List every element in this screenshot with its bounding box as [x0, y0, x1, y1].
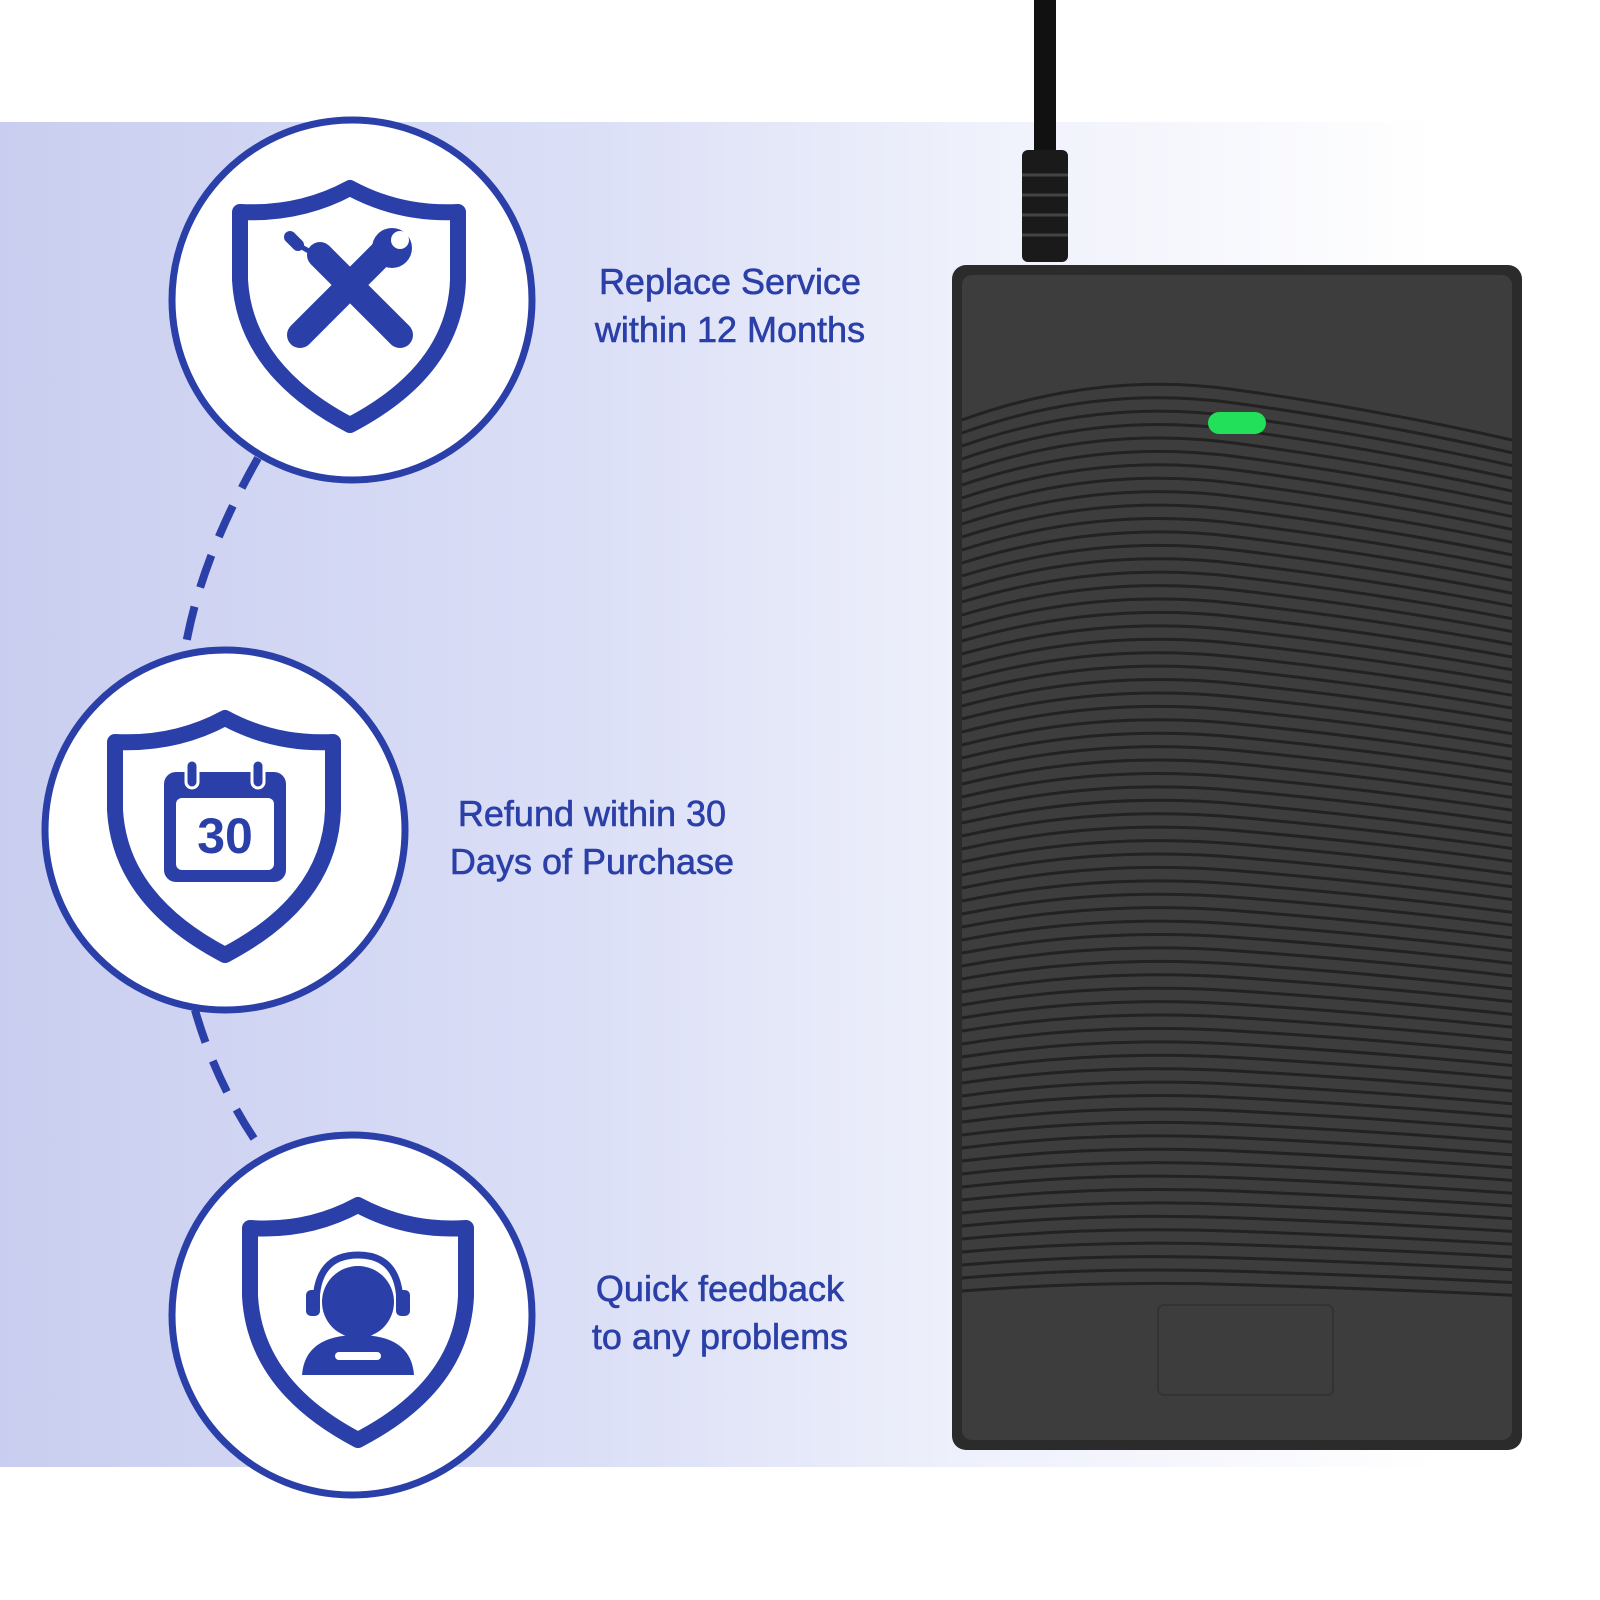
- feature-line: Days of Purchase: [449, 841, 735, 883]
- adapter-ridge: [961, 812, 1513, 850]
- adapter-ridge: [961, 1268, 1513, 1284]
- adapter-ridge: [961, 1134, 1513, 1157]
- adapter-ridge: [961, 1000, 1513, 1029]
- adapter-ridge: [961, 382, 1513, 442]
- feature-line: Refund within 30: [457, 793, 727, 835]
- adapter-ridge: [961, 503, 1513, 557]
- adapter-ridge: [961, 1147, 1513, 1170]
- adapter-ridge: [961, 852, 1513, 889]
- adapter-ridge: [961, 490, 1513, 544]
- adapter-ridge: [961, 1026, 1513, 1055]
- adapter-ridge: [961, 1094, 1513, 1119]
- adapter-ridge: [961, 651, 1513, 697]
- adapter-ridge: [961, 1107, 1513, 1131]
- adapter-ridge: [961, 637, 1513, 685]
- adapter-ridge: [961, 570, 1513, 621]
- adapter-ridge: [961, 1187, 1513, 1208]
- adapter-ridge: [961, 892, 1513, 927]
- adapter-ridge: [961, 449, 1513, 506]
- adapter-ridge: [961, 1080, 1513, 1106]
- adapter-ridge: [961, 557, 1513, 608]
- feature-line: Quick feedback: [595, 1268, 845, 1310]
- adapter-ridge: [961, 731, 1513, 774]
- adapter-ridge: [961, 1228, 1513, 1246]
- adapter-ridge: [961, 1120, 1513, 1144]
- feature-line: within 12 Months: [594, 309, 866, 351]
- feature-refund: Refund within 30 Days of Purchase: [432, 790, 752, 886]
- adapter-ridge: [961, 1255, 1513, 1272]
- adapter-ridge: [961, 516, 1513, 570]
- adapter-ridge: [961, 839, 1513, 876]
- headset-support-shield-icon: [168, 1131, 536, 1499]
- dashed-connector: [181, 456, 262, 651]
- adapter-ridge: [961, 530, 1513, 582]
- feature-replace-service: Replace Service within 12 Months: [570, 258, 890, 354]
- adapter-ridge: [961, 691, 1513, 736]
- adapter-ridge: [961, 704, 1513, 748]
- feature-line: Replace Service: [598, 261, 862, 303]
- feature-line: to any problems: [591, 1316, 849, 1358]
- adapter-ridge: [961, 1013, 1513, 1042]
- adapter-ridge: [961, 664, 1513, 710]
- adapter-ridge: [961, 919, 1513, 953]
- adapter-ridge: [961, 973, 1513, 1004]
- adapter-ridge: [961, 584, 1513, 633]
- adapter-ridge: [961, 1053, 1513, 1080]
- adapter-ridge: [961, 718, 1513, 761]
- wrench-screwdriver-shield-icon: [168, 116, 536, 484]
- adapter-ridge: [961, 771, 1513, 812]
- led-indicator: [1208, 412, 1266, 434]
- adapter-ridge: [961, 1201, 1513, 1221]
- feature-quick-feedback: Quick feedback to any problems: [565, 1265, 875, 1361]
- adapter-ridge: [961, 624, 1513, 672]
- adapter-ridge: [961, 1174, 1513, 1195]
- adapter-ridge: [961, 678, 1513, 723]
- adapter-ridge: [961, 543, 1513, 595]
- adapter-ridge: [961, 1161, 1513, 1182]
- adapter-ridge: [961, 933, 1513, 965]
- adapter-ridge: [961, 986, 1513, 1016]
- adapter-ridge: [961, 436, 1513, 493]
- adapter-ridge: [961, 865, 1513, 902]
- calendar-shield-icon: [41, 646, 409, 1014]
- adapter-ridge: [961, 798, 1513, 838]
- adapter-ridge: [961, 745, 1513, 787]
- adapter-ridge: [961, 396, 1513, 455]
- dashed-connector: [191, 1008, 259, 1143]
- adapter-ridge: [961, 946, 1513, 978]
- adapter-ridge: [961, 959, 1513, 991]
- adapter-ridge: [961, 879, 1513, 914]
- adapter-ridge: [961, 1067, 1513, 1093]
- adapter-ridge: [961, 610, 1513, 659]
- adapter-ridge: [961, 463, 1513, 519]
- adapter-ridge: [961, 825, 1513, 863]
- adapter-ridge: [961, 1281, 1513, 1297]
- power-adapter-image: [952, 0, 1522, 1450]
- adapter-ridge: [961, 906, 1513, 940]
- calendar-number: 30: [197, 808, 253, 864]
- adapter-ridge: [961, 758, 1513, 799]
- adapter-ridge: [961, 597, 1513, 646]
- adapter-ridge: [961, 1040, 1513, 1067]
- adapter-ridge: [961, 476, 1513, 531]
- adapter-ridge: [961, 1214, 1513, 1233]
- adapter-ridge: [961, 1241, 1513, 1259]
- adapter-ridge: [961, 785, 1513, 825]
